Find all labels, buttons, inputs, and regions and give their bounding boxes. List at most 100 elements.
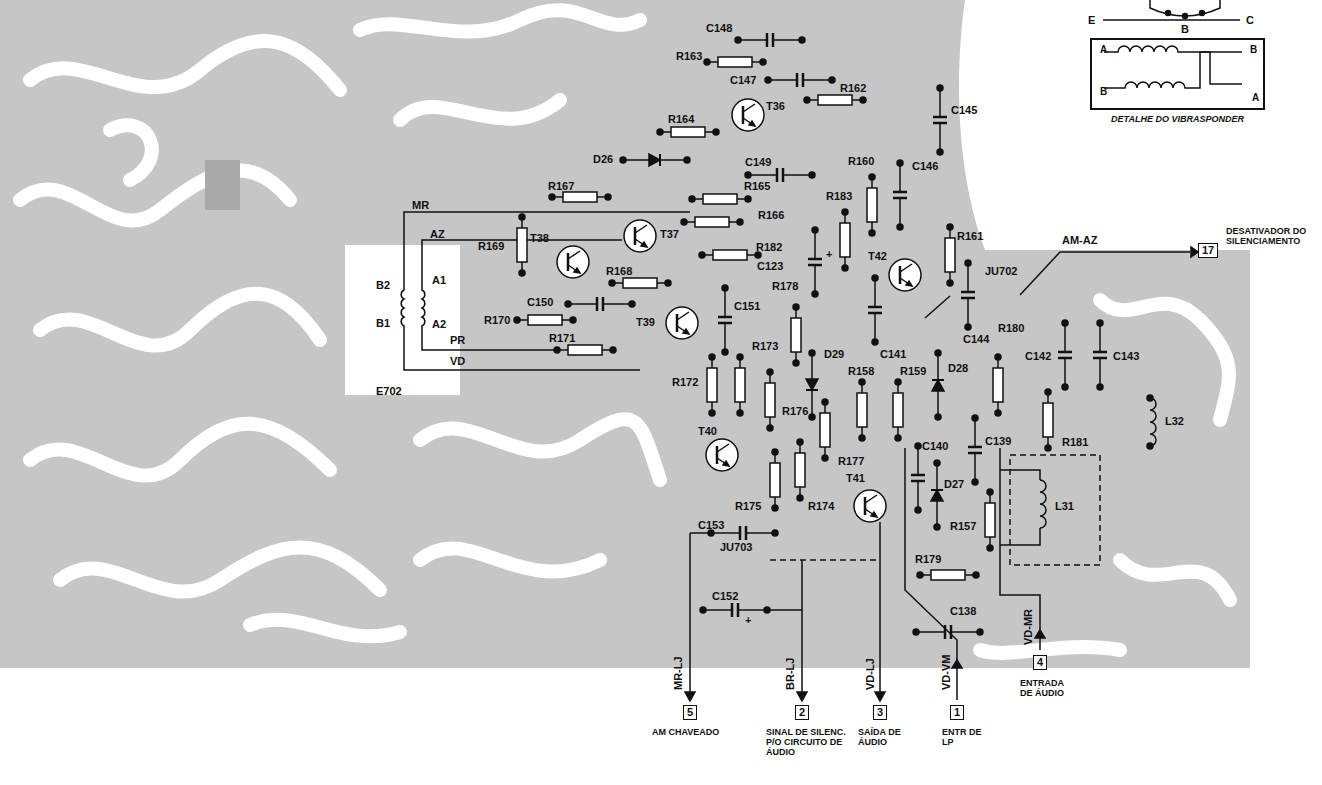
terminal-number: 3: [873, 705, 887, 720]
terminal-number-text: 1: [954, 706, 960, 718]
components: [609, 278, 671, 288]
terminal-letter: A: [1100, 44, 1107, 55]
wires: [401, 284, 404, 330]
signal-note: AM CHAVEADO: [652, 727, 719, 737]
board-copper: [30, 41, 340, 90]
wires: [422, 280, 425, 330]
wires: [1010, 455, 1100, 565]
terminal-number: 5: [683, 705, 697, 720]
components: [867, 174, 877, 236]
signal-note: SINAL DE SILENC. P/O CIRCUITO DE ÁUDIO: [766, 727, 854, 757]
transistor-label: T41: [846, 472, 865, 484]
components: [557, 246, 589, 278]
transistor-label: T36: [766, 100, 785, 112]
wire-color-label: VD-VM: [940, 655, 952, 690]
components: [889, 259, 921, 291]
capacitor-label: C150: [527, 296, 553, 308]
wires: [1147, 443, 1153, 449]
transistor-label: T42: [868, 250, 887, 262]
wires: [767, 560, 802, 698]
components: [933, 85, 947, 155]
resistor-label: R180: [998, 322, 1024, 334]
diode-label: D26: [593, 153, 613, 165]
components: [735, 354, 745, 416]
wires: [1191, 247, 1198, 257]
transistor-pinout: [1103, 0, 1240, 20]
pin-label: AZ: [430, 228, 445, 240]
wires: [875, 692, 885, 701]
components: [945, 224, 955, 286]
components: [657, 127, 719, 137]
terminal-number: 1: [950, 705, 964, 720]
pin-label: A1: [432, 274, 446, 286]
wires: [685, 692, 695, 701]
resistor-label: R178: [772, 280, 798, 292]
components: [808, 227, 822, 297]
board-copper: [60, 548, 380, 592]
components: [961, 260, 975, 330]
board-copper: [1100, 300, 1229, 420]
resistor-label: R169: [478, 240, 504, 252]
components: [732, 99, 764, 131]
wire-color-label: MR-LJ: [672, 656, 684, 690]
capacitor-label: C153: [698, 519, 724, 531]
board-copper: [400, 100, 560, 120]
resistor-label: R172: [672, 376, 698, 388]
components: [1058, 320, 1072, 390]
wires: [879, 522, 881, 698]
capacitor-label: C141: [880, 348, 906, 360]
components: [689, 194, 751, 204]
components: [857, 379, 867, 441]
terminal-letter: B: [1250, 44, 1257, 55]
wires: [1020, 252, 1190, 295]
pin-label: A2: [432, 318, 446, 330]
capacitor-label: C139: [985, 435, 1011, 447]
resistor-label: R179: [915, 553, 941, 565]
components: [735, 33, 805, 47]
board-copper: [0, 0, 1250, 668]
capacitor-label: C151: [734, 300, 760, 312]
resistor-label: R158: [848, 365, 874, 377]
board-copper: [0, 0, 1250, 668]
terminal-number: 17: [1198, 243, 1218, 258]
components: [704, 57, 766, 67]
capacitor-label: C144: [963, 333, 989, 345]
signal-note: ENTRADA DE ÁUDIO: [1020, 678, 1072, 698]
components: [514, 33, 1107, 639]
terminal-number-text: 3: [877, 706, 883, 718]
resistor-label: R163: [676, 50, 702, 62]
resistor-label: R174: [808, 500, 834, 512]
wires: [770, 559, 880, 561]
pin-label: VD: [450, 355, 465, 367]
wires: [1000, 448, 1040, 650]
components: [666, 307, 698, 339]
pin-label: B2: [376, 279, 390, 291]
jumper-label: JU702: [985, 265, 1017, 277]
detail-caption: DETALHE DO VIBRASPONDER: [1090, 114, 1265, 125]
capacitor-label: C142: [1025, 350, 1051, 362]
components: [985, 489, 995, 551]
resistor-label: R182: [756, 241, 782, 253]
components: [554, 345, 616, 355]
components: [893, 379, 903, 441]
board-copper: [30, 424, 330, 476]
resistor-label: R165: [744, 180, 770, 192]
wires: [1000, 528, 1040, 545]
wire-color-label: AM-AZ: [1062, 234, 1097, 246]
board-copper: [20, 170, 290, 220]
components: [517, 214, 527, 276]
board-copper: [250, 620, 400, 637]
wires: [925, 296, 950, 318]
components: [514, 315, 576, 325]
signal-note: DESATIVADOR DO SILENCIAMENTO: [1226, 226, 1314, 246]
wires: [1035, 630, 1045, 638]
resistor-label: R177: [838, 455, 864, 467]
components: [804, 95, 866, 105]
pin-label: E: [1088, 14, 1095, 26]
capacitor-label: C138: [950, 605, 976, 617]
capacitor-label: C140: [922, 440, 948, 452]
terminal-number-text: 2: [799, 706, 805, 718]
resistor-label: R162: [840, 82, 866, 94]
resistor-label: R166: [758, 209, 784, 221]
transistor-label: T38: [530, 232, 549, 244]
